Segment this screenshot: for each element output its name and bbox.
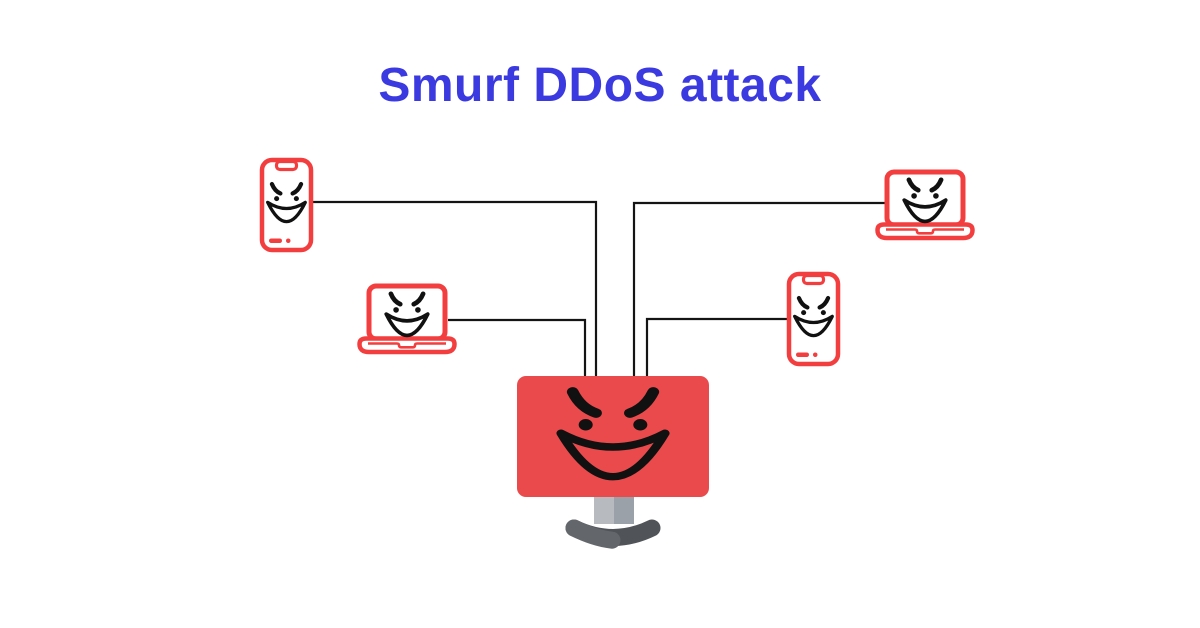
page-title: Smurf DDoS attack	[378, 59, 822, 112]
wire-laptop-top-right	[632, 201, 890, 385]
wire-laptop-mid-left	[448, 318, 587, 385]
attacker-phone-icon	[786, 271, 841, 367]
attacker-laptop-icon	[875, 169, 975, 243]
attacker-phone-icon	[259, 157, 314, 253]
attacker-laptop-icon	[357, 283, 457, 357]
wire-phone-mid-right	[645, 317, 795, 385]
victim-monitor-icon	[517, 376, 709, 549]
wire-phone-top-left	[306, 200, 598, 385]
